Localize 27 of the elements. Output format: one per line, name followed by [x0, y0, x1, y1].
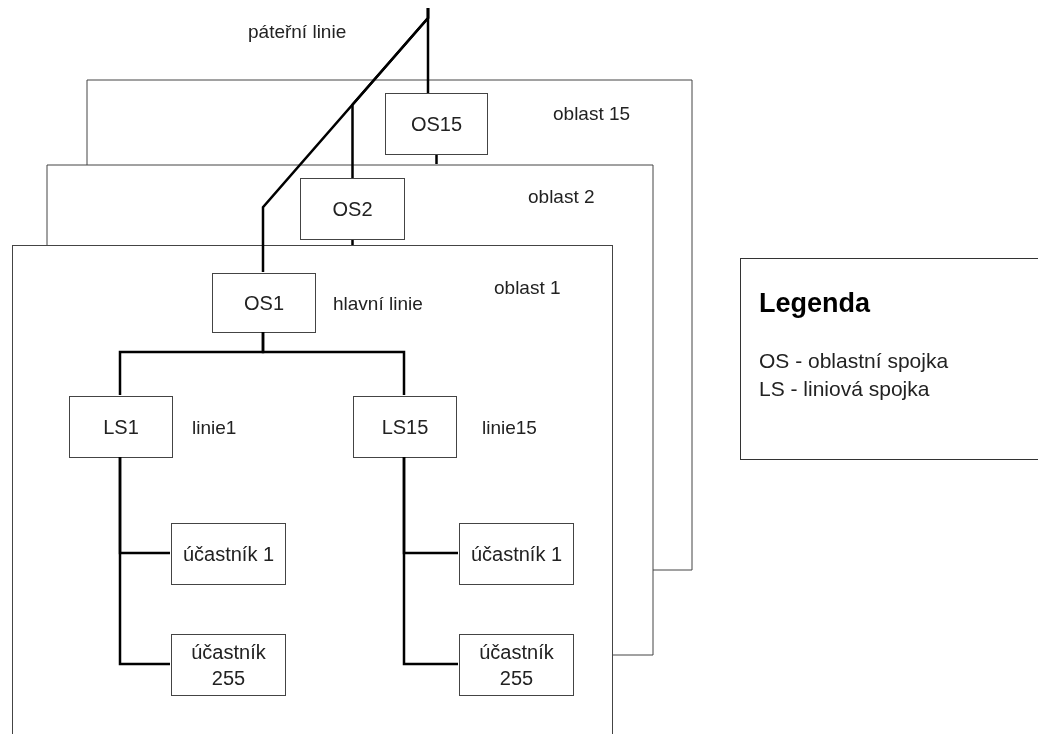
- connection-line: [351, 240, 354, 245]
- participant-box: účastník 255: [459, 634, 574, 696]
- participant-box: účastník 1: [459, 523, 574, 585]
- coupler-box: LS1: [69, 396, 173, 458]
- legend-entry: LS - liniová spojka: [759, 375, 930, 402]
- line-label: linie15: [482, 416, 537, 440]
- coupler-box: OS15: [385, 93, 488, 155]
- backbone-label: páteřní linie: [248, 20, 347, 44]
- connection-line: [435, 155, 438, 164]
- line-label: linie1: [192, 416, 237, 440]
- area-label: oblast 1: [494, 276, 561, 300]
- coupler-box: OS1: [212, 273, 316, 333]
- legend-panel: [740, 258, 1038, 460]
- connection-line: [261, 332, 406, 395]
- connection-line: [261, 8, 430, 272]
- line-label: hlavní linie: [333, 292, 423, 316]
- legend-entry: OS - oblastní spojka: [759, 347, 949, 374]
- area-label: oblast 2: [528, 183, 595, 212]
- coupler-box: LS15: [353, 396, 457, 458]
- coupler-box: OS2: [300, 178, 405, 240]
- participant-box: účastník 1: [171, 523, 286, 585]
- connection-line: [118, 457, 170, 666]
- area-label: oblast 15: [553, 100, 631, 129]
- connection-line: [402, 457, 458, 666]
- area-frame: [12, 245, 613, 734]
- legend-title: Legenda: [759, 287, 871, 320]
- participant-box: účastník 255: [171, 634, 286, 696]
